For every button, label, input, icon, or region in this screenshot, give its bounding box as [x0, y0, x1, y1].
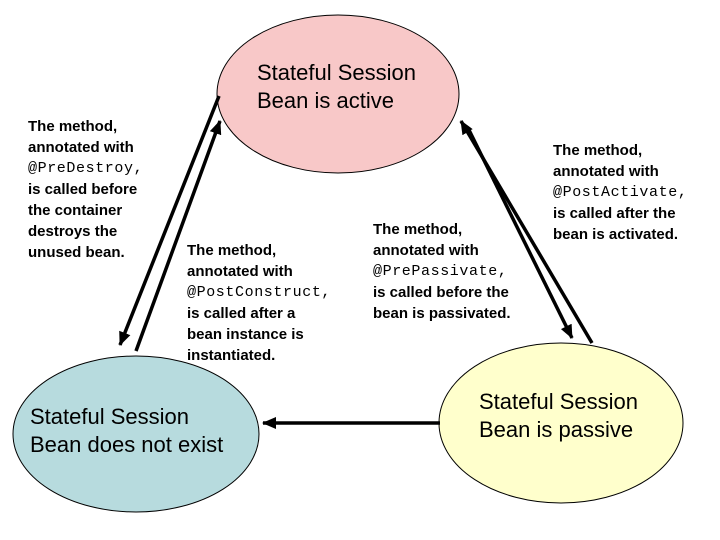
state-does-not-exist-ellipse — [12, 355, 260, 513]
annotation-line: annotated with — [373, 242, 479, 259]
state-does-not-exist-label-line2: Bean does not exist — [30, 432, 224, 457]
state-active-label-line2: Bean is active — [257, 88, 394, 113]
annotation-line: annotated with — [187, 263, 293, 280]
annotation-pre-passivate: The method, annotated with @PrePassivate… — [373, 219, 511, 324]
state-passive-label: Stateful Session Bean is passive — [479, 388, 638, 444]
annotation-line: The method, — [187, 242, 277, 259]
annotation-line: annotated with — [28, 139, 134, 156]
annotation-line: instantiated. — [187, 347, 276, 364]
annotation-code-line: @PreDestroy, — [28, 160, 144, 177]
state-active-label: Stateful Session Bean is active — [257, 59, 416, 115]
state-does-not-exist-label-line1: Stateful Session — [30, 404, 189, 429]
arrow-active-to-not-exist — [118, 95, 221, 346]
state-does-not-exist-label: Stateful Session Bean does not exist — [30, 403, 223, 459]
annotation-line: unused bean. — [28, 244, 125, 261]
annotation-line: annotated with — [553, 163, 659, 180]
annotation-line: bean instance is — [187, 326, 304, 343]
annotation-code-line: @PostConstruct, — [187, 284, 332, 301]
state-passive-label-line2: Bean is passive — [479, 417, 634, 442]
state-active-ellipse — [216, 14, 460, 174]
state-passive-label-line1: Stateful Session — [479, 389, 638, 414]
annotation-line: The method, — [28, 118, 118, 135]
annotation-line: is called after a — [187, 305, 296, 322]
annotation-code-line: @PrePassivate, — [373, 263, 508, 280]
annotation-line: bean is activated. — [553, 226, 679, 243]
annotation-line: The method, — [373, 221, 463, 238]
annotation-line: is called before — [28, 181, 138, 198]
annotation-line: bean is passivated. — [373, 305, 511, 322]
annotation-line: is called before the — [373, 284, 509, 301]
arrow-active-to-passive — [467, 129, 574, 339]
state-active-label-line1: Stateful Session — [257, 60, 416, 85]
annotation-line: destroys the — [28, 223, 118, 240]
annotation-line: The method, — [553, 142, 643, 159]
annotation-code-line: @PostActivate, — [553, 184, 688, 201]
annotation-line: the container — [28, 202, 123, 219]
annotation-line: is called after the — [553, 205, 676, 222]
arrow-not-exist-to-active — [134, 120, 222, 352]
annotation-post-activate: The method, annotated with @PostActivate… — [553, 140, 687, 245]
annotation-post-construct: The method, annotated with @PostConstruc… — [187, 240, 331, 366]
annotation-pre-destroy: The method, annotated with @PreDestroy, … — [28, 116, 143, 263]
